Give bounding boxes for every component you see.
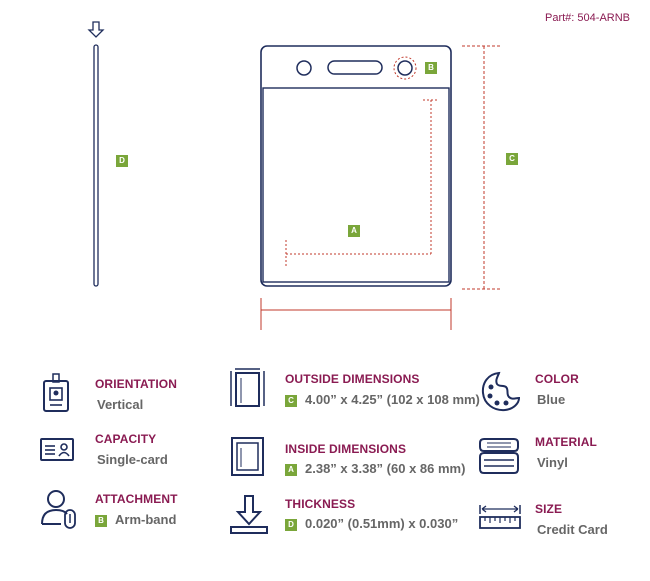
thickness-value: 0.020” (0.51mm) x 0.030” xyxy=(305,516,459,531)
outside-badge: C xyxy=(285,395,297,407)
outside-frame-icon xyxy=(230,368,265,407)
side-view xyxy=(87,21,105,287)
thickness-arrow-icon xyxy=(230,495,268,534)
attachment-value: Arm-band xyxy=(115,512,177,527)
part-number: Part#: 504-ARNB xyxy=(545,12,630,24)
part-label: Part#: xyxy=(545,12,575,24)
inside-dim-badge: A xyxy=(285,464,297,476)
material-title: MATERIAL xyxy=(535,435,597,449)
hole-badge: B xyxy=(425,62,437,74)
down-arrow-icon xyxy=(87,21,105,38)
outside-value: 4.00” x 4.25” (102 x 108 mm) xyxy=(305,392,480,407)
size-value: Credit Card xyxy=(537,522,608,537)
palette-icon xyxy=(481,371,521,412)
inside-title: INSIDE DIMENSIONS xyxy=(285,442,407,456)
size-title: SIZE xyxy=(535,502,563,516)
attachment-badge: B xyxy=(95,515,107,527)
inside-frame-icon xyxy=(231,437,264,476)
id-badge-icon xyxy=(43,373,69,412)
outside-value-row: C 4.00” x 4.25” (102 x 108 mm) xyxy=(285,392,480,407)
thickness-badge: D xyxy=(285,519,297,531)
inside-value: 2.38” x 3.38” (60 x 86 mm) xyxy=(305,461,466,476)
attachment-value-row: B Arm-band xyxy=(95,512,176,527)
thickness-value-row: D 0.020” (0.51mm) x 0.030” xyxy=(285,516,458,531)
capacity-value: Single-card xyxy=(97,452,168,467)
holder-diagram xyxy=(87,21,500,330)
material-value: Vinyl xyxy=(537,455,568,470)
fabric-stack-icon xyxy=(479,438,519,474)
color-value: Blue xyxy=(537,392,566,407)
id-card-icon xyxy=(40,438,74,461)
inside-value-row: A 2.38” x 3.38” (60 x 86 mm) xyxy=(285,461,465,476)
thickness-title: THICKNESS xyxy=(285,497,356,511)
attachment-title: ATTACHMENT xyxy=(95,492,178,506)
orientation-value: Vertical xyxy=(97,397,144,412)
orientation-title: ORIENTATION xyxy=(95,377,177,391)
ruler-icon xyxy=(479,505,521,529)
part-value: 504-ARNB xyxy=(577,12,630,24)
height-badge: C xyxy=(506,153,518,165)
person-clip-icon xyxy=(41,490,76,529)
side-thickness-badge: D xyxy=(116,155,128,167)
front-view xyxy=(260,45,500,330)
color-title: COLOR xyxy=(535,372,579,386)
capacity-title: CAPACITY xyxy=(95,432,157,446)
outside-title: OUTSIDE DIMENSIONS xyxy=(285,372,420,386)
inside-badge: A xyxy=(348,225,360,237)
